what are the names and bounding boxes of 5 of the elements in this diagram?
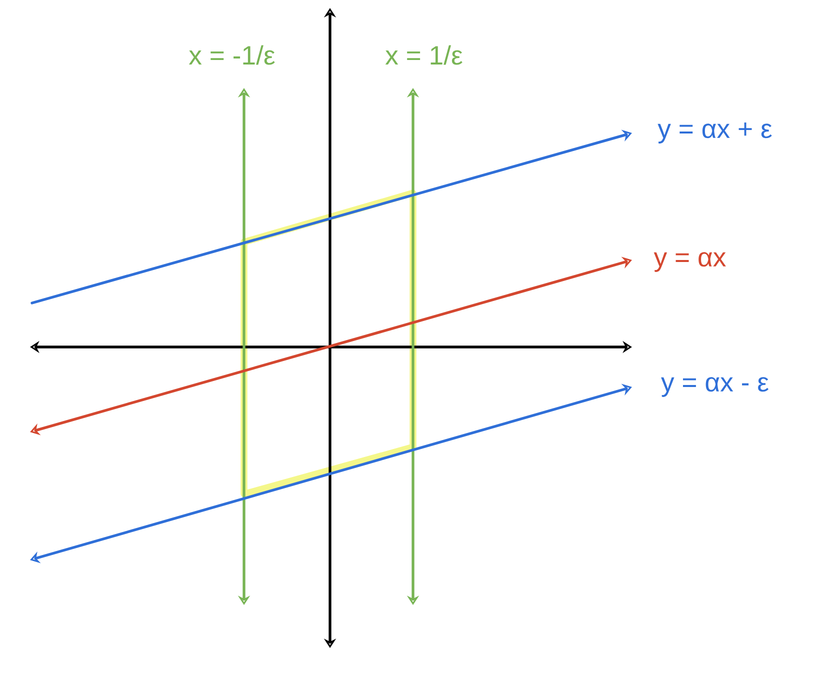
equation-label: x = 1/ε <box>385 45 462 65</box>
equation-label: x = -1/ε <box>188 45 275 65</box>
equation-label: y = αx <box>654 252 726 272</box>
equation-label: y = αx + ε <box>658 122 772 144</box>
equation-label: y = αx - ε <box>661 377 768 397</box>
